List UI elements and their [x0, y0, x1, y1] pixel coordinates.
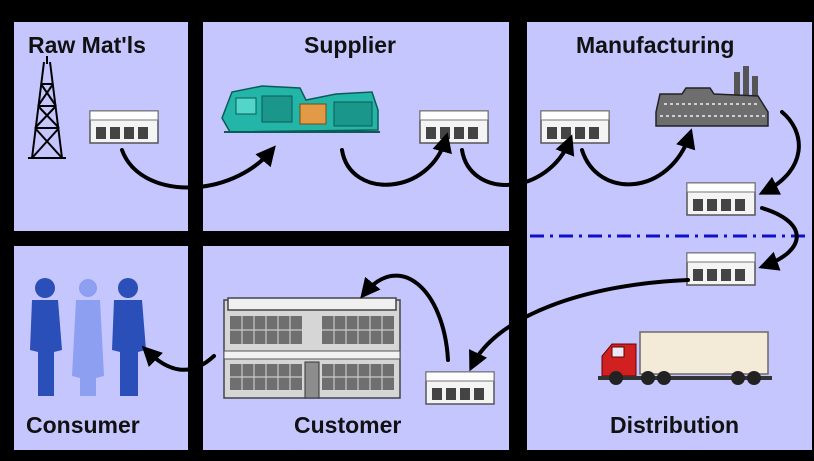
- warehouse-icon: [425, 371, 495, 405]
- panel-label-raw-materials: Raw Mat'ls: [28, 32, 146, 58]
- panel-label-supplier: Supplier: [304, 32, 397, 58]
- truck-icon: [598, 331, 772, 385]
- warehouse-icon: [686, 252, 756, 286]
- arrow-warehouse-to-factory: [580, 128, 696, 187]
- arrow-supplier-to-manufacturing: [460, 134, 575, 187]
- arrow-raw-to-supplier: [120, 145, 276, 190]
- warehouse-icon: [540, 110, 610, 144]
- warehouse-icon: [89, 110, 159, 144]
- arrow-factory-to-storage: [758, 110, 801, 195]
- panel-label-manufacturing: Manufacturing: [576, 32, 735, 58]
- factory-icon: [655, 66, 769, 127]
- arrow-storage-to-distribution: [758, 206, 799, 271]
- arrow-warehouse-to-customer-building: [360, 273, 450, 362]
- office-building-icon: [223, 297, 401, 399]
- oil-derrick-icon: [28, 56, 66, 159]
- panel-label-consumer: Consumer: [26, 412, 140, 438]
- panel-label-distribution: Distribution: [610, 412, 740, 438]
- industrial-machine-icon: [221, 85, 380, 133]
- flow-arrows: [120, 110, 801, 372]
- arrow-supplier-to-warehouse: [340, 132, 452, 187]
- arrow-customer-to-consumer: [141, 345, 216, 372]
- panel-label-customer: Customer: [294, 412, 402, 438]
- arrow-distribution-to-customer: [469, 278, 690, 372]
- warehouse-icon: [419, 110, 489, 144]
- warehouse-icon: [686, 182, 756, 216]
- people-silhouettes-icon: [30, 278, 146, 396]
